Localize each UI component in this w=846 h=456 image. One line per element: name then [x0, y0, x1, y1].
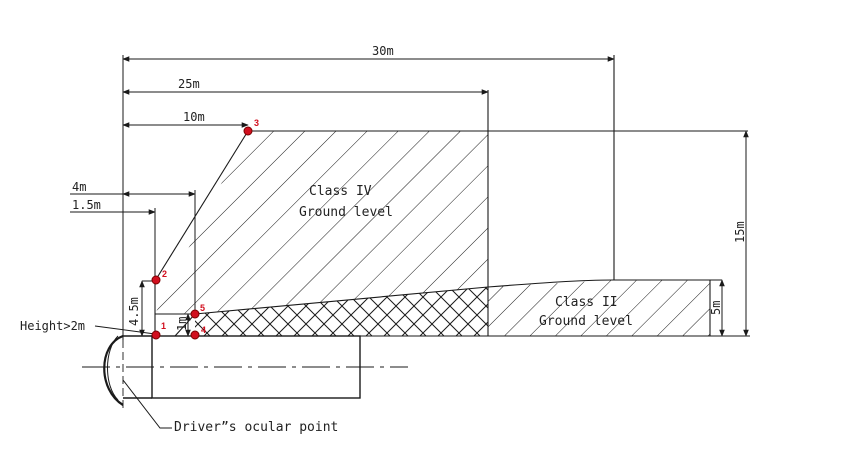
class2-title: Class II: [555, 295, 618, 310]
point-2-marker: [151, 275, 161, 285]
class4-zone: [155, 131, 488, 314]
dim-5m: 5m: [709, 301, 723, 315]
point-1-marker: [151, 330, 161, 340]
class2-zone: [488, 280, 710, 336]
point-3-label: 3: [254, 118, 259, 128]
class4-lower-zone: [195, 287, 488, 336]
dim-25m: 25m: [178, 77, 200, 91]
point-4-marker: [190, 330, 200, 340]
ocular-point-label: Driver”s ocular point: [174, 420, 338, 435]
dim-4-5m: 4.5m: [127, 297, 141, 326]
zone-labels: Class IV Ground level Class II Ground le…: [299, 184, 633, 329]
dim-1m: 1m: [175, 317, 189, 331]
ocular-leader: [122, 379, 172, 429]
dim-4m: 4m: [72, 180, 86, 194]
dim-15m: 15m: [733, 221, 747, 243]
vehicle-front-curve: [103, 334, 124, 406]
class4-subtitle: Ground level: [299, 205, 393, 220]
class2-subtitle: Ground level: [539, 314, 633, 329]
reference-points: 1 2 3 4 5: [151, 118, 259, 340]
point-5-marker: [190, 309, 200, 319]
point-1-label: 1: [161, 321, 166, 331]
point-2-label: 2: [162, 269, 167, 279]
class4-title: Class IV: [309, 184, 372, 199]
dim-1-5m: 1.5m: [72, 198, 101, 212]
vehicle: [82, 334, 408, 408]
dim-30m: 30m: [372, 44, 394, 58]
point-5-label: 5: [200, 303, 205, 313]
point-3-marker: [243, 126, 253, 136]
dimension-labels: 30m 25m 10m 4m 1.5m 4.5m 1m 15m 5m: [72, 44, 747, 331]
point-4-label: 4: [201, 325, 206, 335]
dim-10m: 10m: [183, 110, 205, 124]
height-label: Height>2m: [20, 319, 85, 333]
height-leader: [94, 325, 156, 335]
